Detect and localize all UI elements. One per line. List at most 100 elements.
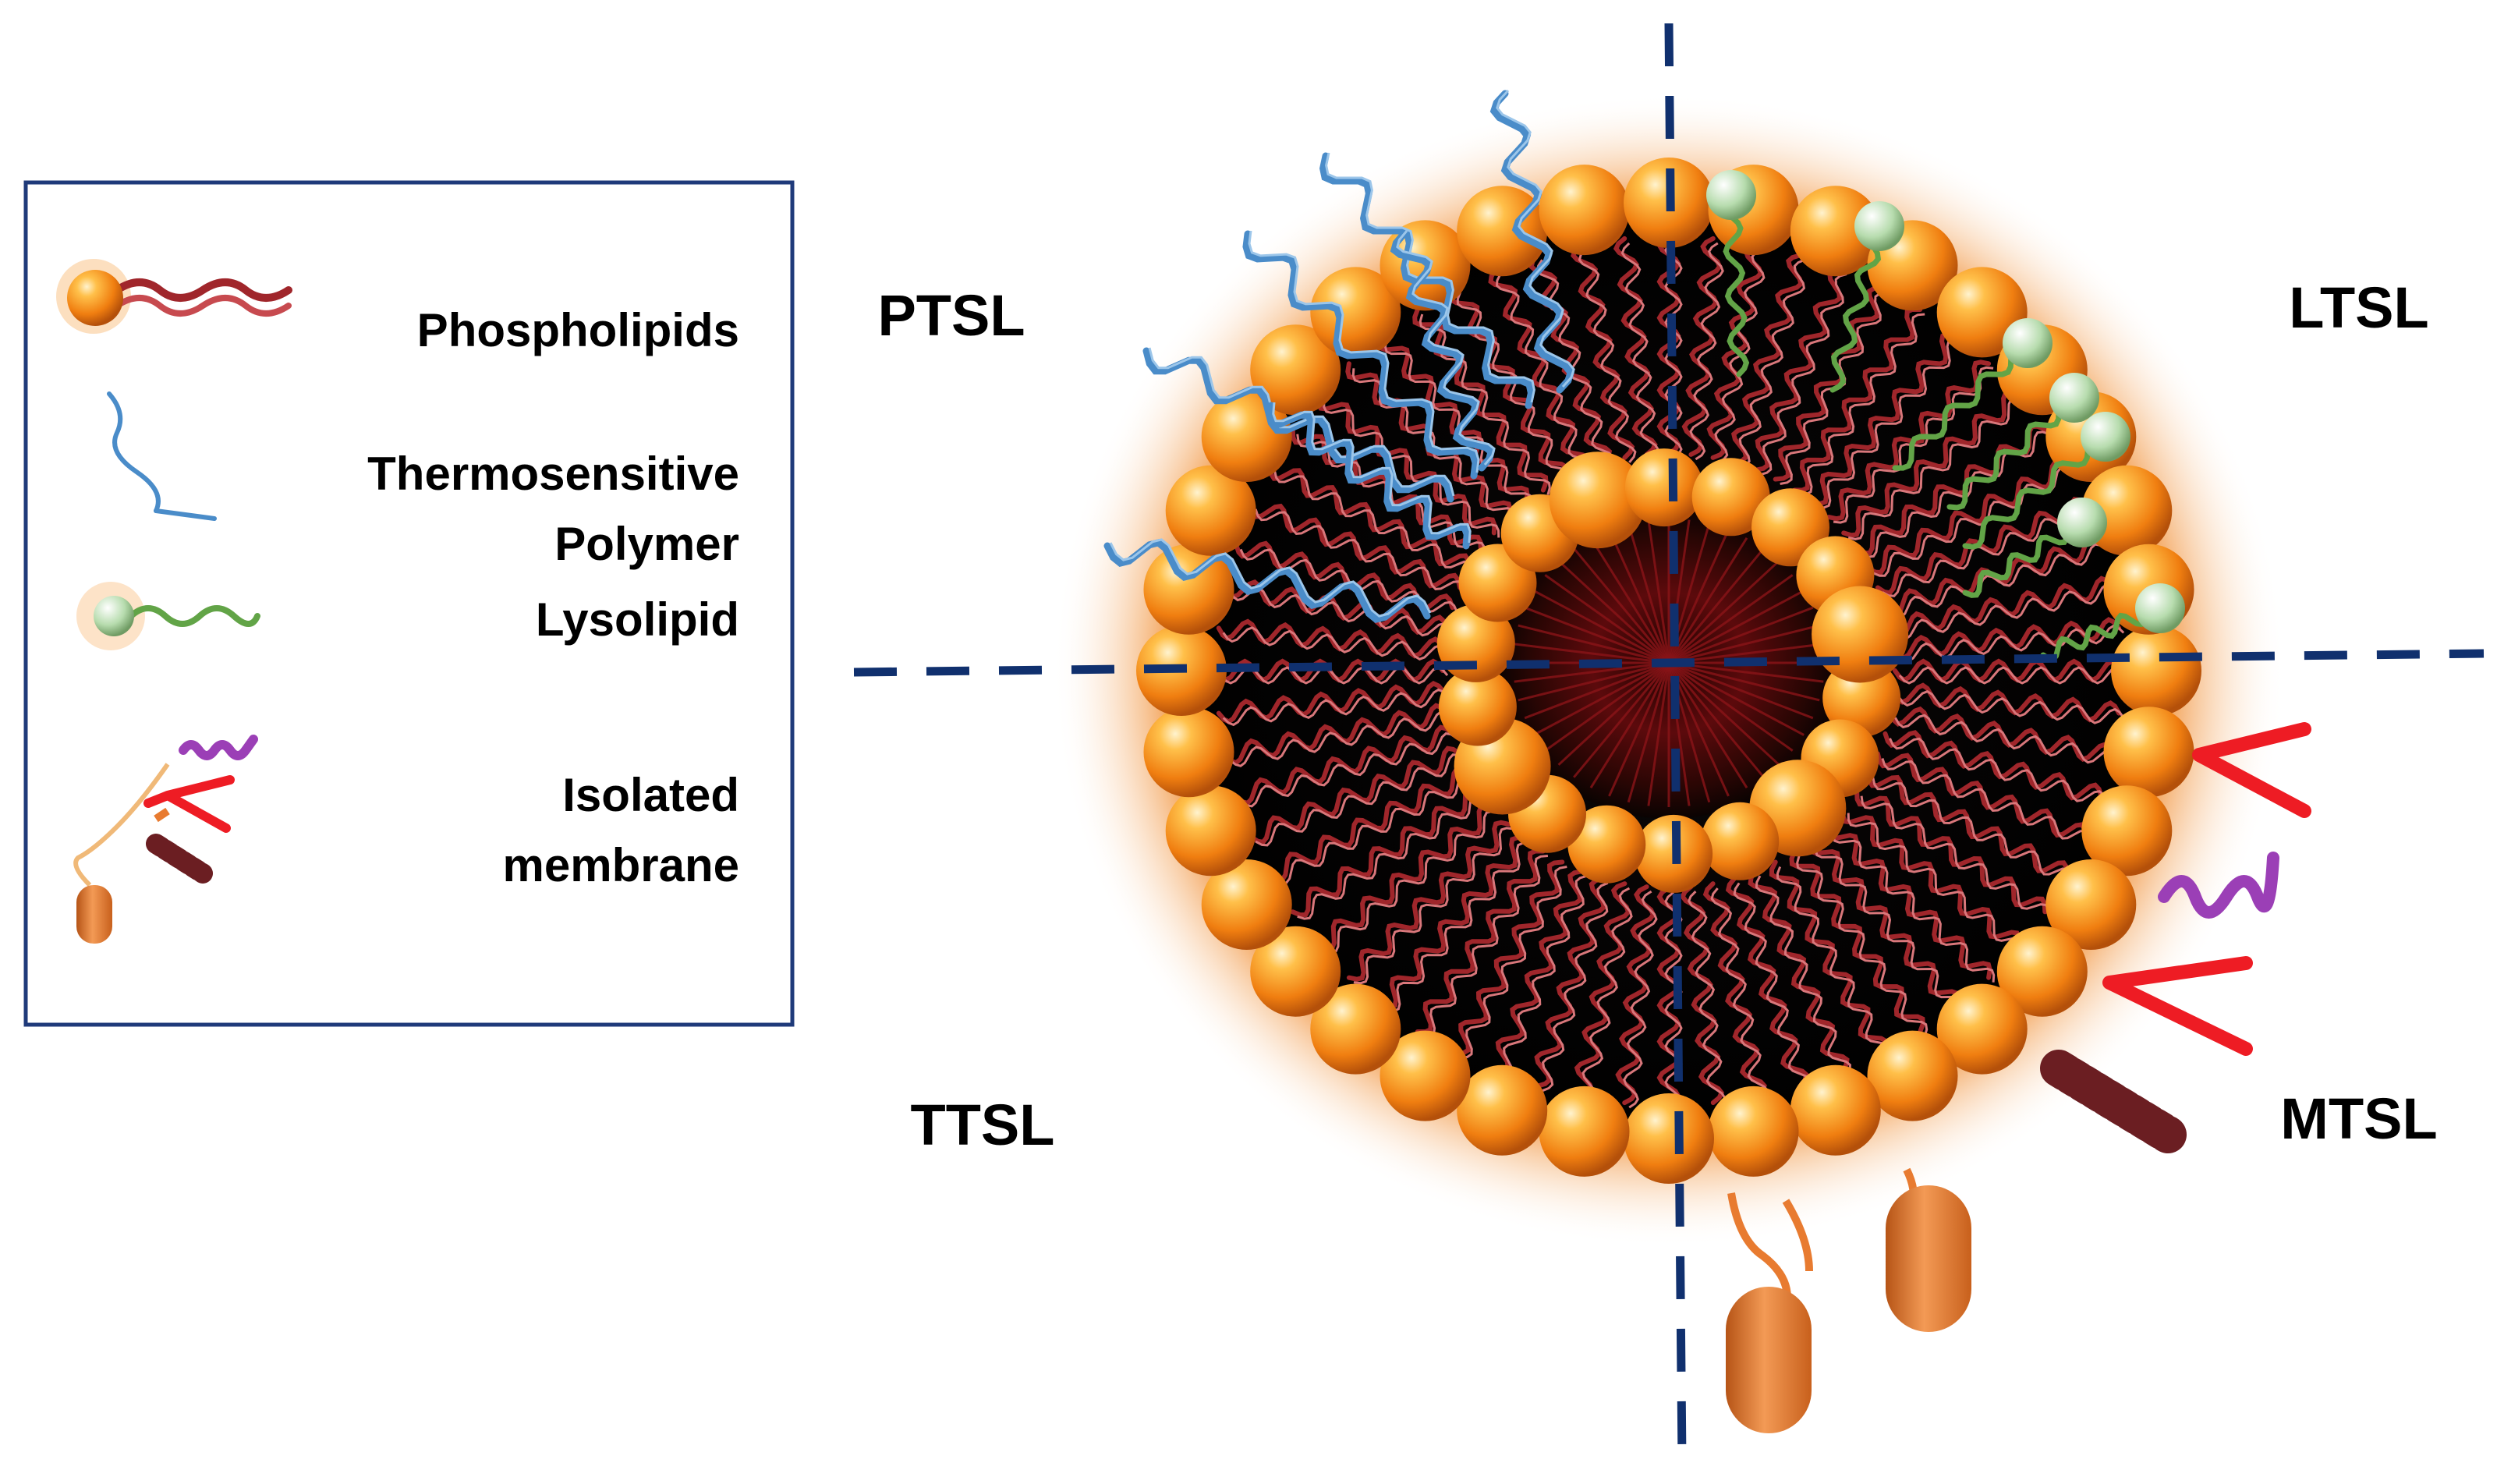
lipid-tail — [1854, 788, 2048, 915]
lipid-tail — [1702, 881, 1767, 1100]
membrane-proteins — [1726, 722, 2311, 1433]
lipid-tail-highlight — [1422, 855, 1549, 1038]
lipid-tail-highlight — [1689, 242, 1724, 461]
lipid-tail — [1725, 876, 1809, 1089]
quadrant-label-ptsl: PTSL — [877, 283, 1025, 348]
lipid-tail-highlight — [1353, 827, 1514, 985]
lipid-tail — [1453, 859, 1565, 1057]
transmembrane-cylinder — [1886, 1185, 1971, 1332]
lipid-tail-highlight — [1273, 774, 1475, 884]
core-ray — [1589, 662, 1670, 788]
lipid-tail — [1223, 579, 1450, 636]
lipid-tail — [1248, 746, 1463, 845]
core-ray — [1514, 661, 1670, 683]
helix-protein — [2040, 1050, 2187, 1153]
inner-head-group — [1549, 452, 1646, 549]
core-ray — [1668, 606, 1814, 664]
outer-head-group — [2103, 707, 2194, 798]
lipid-tail — [1290, 785, 1483, 918]
inner-head-group — [1567, 805, 1646, 884]
core-ray — [1557, 661, 1670, 766]
divider-vertical — [1664, 23, 1687, 1463]
lipid-tail-highlight — [1738, 258, 1806, 469]
polymer-chain-highlight — [1396, 230, 1496, 466]
outer-head-group — [1457, 186, 1548, 277]
peptide — [2158, 852, 2279, 919]
core-ray — [1668, 574, 1794, 664]
core-ray — [1667, 662, 1748, 788]
core-ray — [1647, 519, 1670, 664]
legend-border — [23, 180, 795, 1027]
lipid-tail — [1615, 884, 1656, 1106]
lipid-tail — [1769, 859, 1889, 1057]
outer-head-group — [2111, 625, 2201, 716]
antibody — [2192, 722, 2311, 818]
lipid-tail-highlight — [1620, 242, 1659, 460]
quadrant-label-mtsl: MTSL — [2280, 1086, 2437, 1151]
lipid-tail-highlight — [1500, 874, 1588, 1078]
thermosensitive-polymer-icon — [107, 391, 217, 521]
polymer-chain — [1390, 230, 1496, 472]
divider-horizontal — [853, 649, 2485, 677]
outer-head-group — [1250, 324, 1341, 416]
lipid-tail — [1680, 884, 1725, 1106]
lipid-tail-highlight — [1541, 882, 1609, 1093]
legend-label-thermosensitive: Thermosensitive — [367, 448, 739, 500]
lysolipid-head — [1854, 201, 1904, 251]
lipid-tail — [1681, 236, 1723, 457]
lipid-tail — [1840, 806, 2021, 949]
lipid-tail — [1488, 267, 1590, 473]
lipid-tail-highlight — [1222, 688, 1450, 727]
lipid-tail-highlight — [1460, 866, 1567, 1060]
core-ray — [1533, 590, 1670, 664]
lipid-tail-highlight — [1898, 666, 2127, 685]
core-ray — [1627, 662, 1670, 803]
lipid-tail-highlight — [1796, 855, 1929, 1037]
core-ray — [1667, 662, 1765, 778]
phospholipid-icon — [56, 259, 292, 334]
core-ray — [1668, 624, 1820, 664]
lipid-tail — [1316, 392, 1497, 536]
isolated-membrane-icon — [73, 735, 258, 944]
outer-head-group — [2081, 785, 2173, 877]
lysolipid-head — [2049, 373, 2099, 423]
outer-head-group — [1867, 1030, 1958, 1121]
core-ray — [1557, 560, 1670, 664]
outer-head-group — [1457, 1064, 1548, 1156]
lipid-tail-highlight — [1456, 292, 1571, 485]
lipid-tail — [1825, 821, 1992, 980]
polymer-chain-highlight — [1496, 89, 1575, 388]
lipid-tail — [1792, 307, 1923, 493]
outer-head-group — [1539, 1086, 1630, 1177]
lipid-tail — [1841, 390, 2021, 538]
core-ray — [1608, 529, 1670, 664]
lipid-tail-highlight — [1881, 758, 2093, 842]
polymer-chain — [1489, 90, 1575, 394]
lipid-tail-highlight — [1419, 313, 1551, 495]
lipid-tail-highlight — [1889, 543, 2107, 618]
lipid-tail-highlight — [1255, 753, 1465, 847]
lipid-tail — [1875, 751, 2089, 840]
polymer-chain-highlight — [1148, 347, 1455, 497]
outer-head-group — [1790, 186, 1881, 277]
lipid-tail-highlight — [1889, 737, 2108, 802]
lipid-tail-highlight — [1816, 338, 1960, 509]
lipid-tail-highlight — [1688, 891, 1727, 1109]
lipid-tail-highlight — [1872, 777, 2074, 880]
legend-label-phospholipids: Phospholipids — [417, 304, 739, 356]
lysolipid-head — [2081, 412, 2130, 462]
lysolipid-head — [2057, 498, 2107, 547]
lipid-tail — [1248, 501, 1463, 590]
lipid-tail-highlight — [1759, 273, 1847, 476]
lipid-tail-highlight — [1229, 710, 1453, 767]
outer-head-group — [1310, 983, 1401, 1075]
inner-head-group — [1438, 668, 1517, 746]
lipid-tail — [1234, 724, 1455, 806]
lysolipid-tail — [1829, 223, 1882, 393]
polymer-chain-highlight — [1325, 152, 1535, 403]
lipid-tail — [1574, 881, 1631, 1100]
core-ray — [1667, 661, 1780, 766]
lipid-tail-highlight — [1831, 828, 1996, 983]
lipid-tail-highlight — [1254, 508, 1466, 593]
outer-head-group — [1380, 1030, 1471, 1121]
